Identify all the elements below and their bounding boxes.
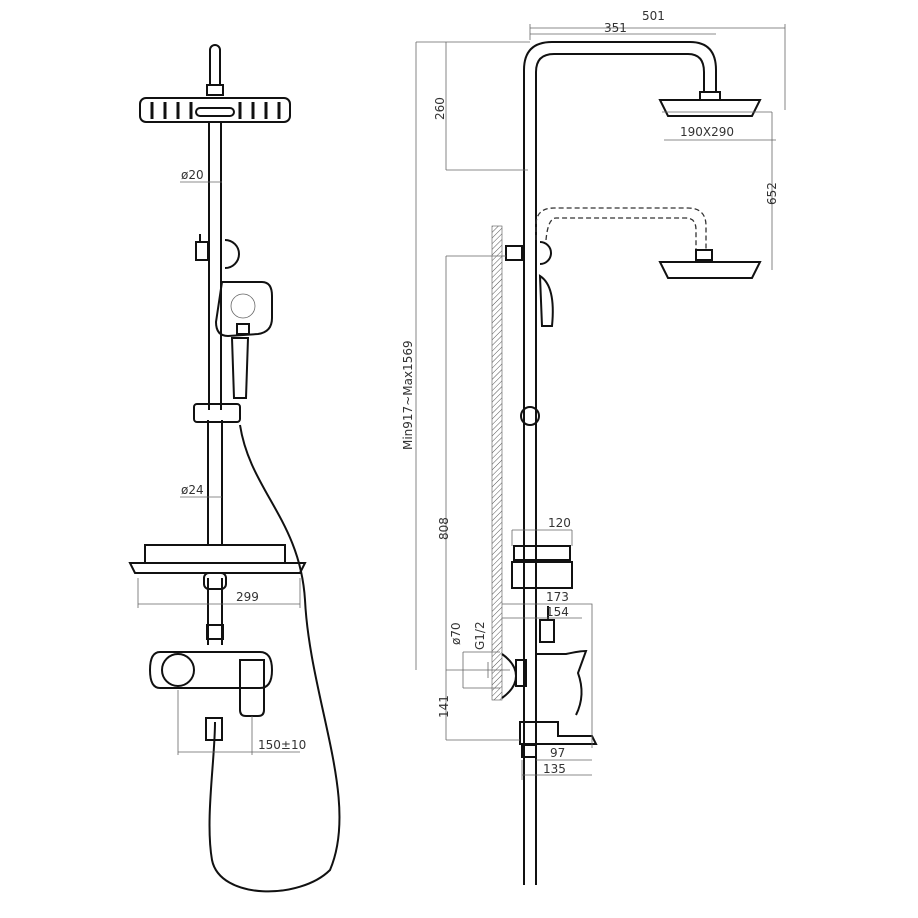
head-nozzles [150,102,281,119]
dim-shelf-width: 299 [236,590,259,604]
dim-thread: G1/2 [473,621,487,650]
slide-bracket [193,403,241,423]
dim-overall-width: 501 [642,9,665,23]
hand-shower-head [214,281,273,338]
dim-arm-height: 260 [433,97,447,120]
side-bracket [520,406,540,426]
dim-shelf-depth: 120 [548,516,571,530]
side-hand-shower [538,274,554,327]
lowered-head [658,249,762,279]
lower-pipe [207,420,223,645]
dim-mixer-to-shelf: 808 [437,517,451,540]
overhead-shower-head [139,97,291,123]
dim-lower-diameter: ø24 [181,483,204,497]
hand-shower-handle [230,337,250,399]
side-mixer [536,649,588,716]
hose-connector [205,717,223,741]
side-head [658,91,762,117]
lowered-arm-dashed [535,207,707,250]
dim-height-range: Min917~Max1569 [401,340,415,450]
dim-135: 135 [543,762,566,776]
side-riser [523,250,537,885]
front-view: ø20 ø24 299 150±10 [128,44,341,893]
mixer-body [148,651,274,689]
dim-head-size: 190X290 [680,125,734,139]
dim-arm-length: 351 [604,21,627,35]
mixer-lever [239,659,265,717]
dim-outlet-spacing: 150±10 [258,738,306,752]
side-view: 501 351 260 190X290 652 Min917~Max1569 8… [401,9,786,885]
side-flange [501,653,527,699]
dim-head-travel: 652 [765,182,779,205]
top-connector [206,44,224,96]
front-dimensions: ø20 ø24 299 150±10 [137,168,306,755]
shelf [128,544,307,574]
upper-pipe [208,122,222,410]
shower-hose [208,424,341,893]
wall-hatch [491,225,503,701]
side-shelf [511,545,573,589]
dim-154: 154 [546,605,569,619]
side-spout [519,721,598,745]
side-diverter [505,241,552,265]
dim-upper-diameter: ø20 [181,168,204,182]
dim-97: 97 [550,746,565,760]
side-dimensions: 501 351 260 190X290 652 Min917~Max1569 8… [401,9,786,780]
diverter [195,234,240,269]
dim-173: 173 [546,590,569,604]
dim-flange-diameter: ø70 [449,622,463,645]
shower-arm [523,41,717,250]
dim-spout-height: 141 [437,695,451,718]
